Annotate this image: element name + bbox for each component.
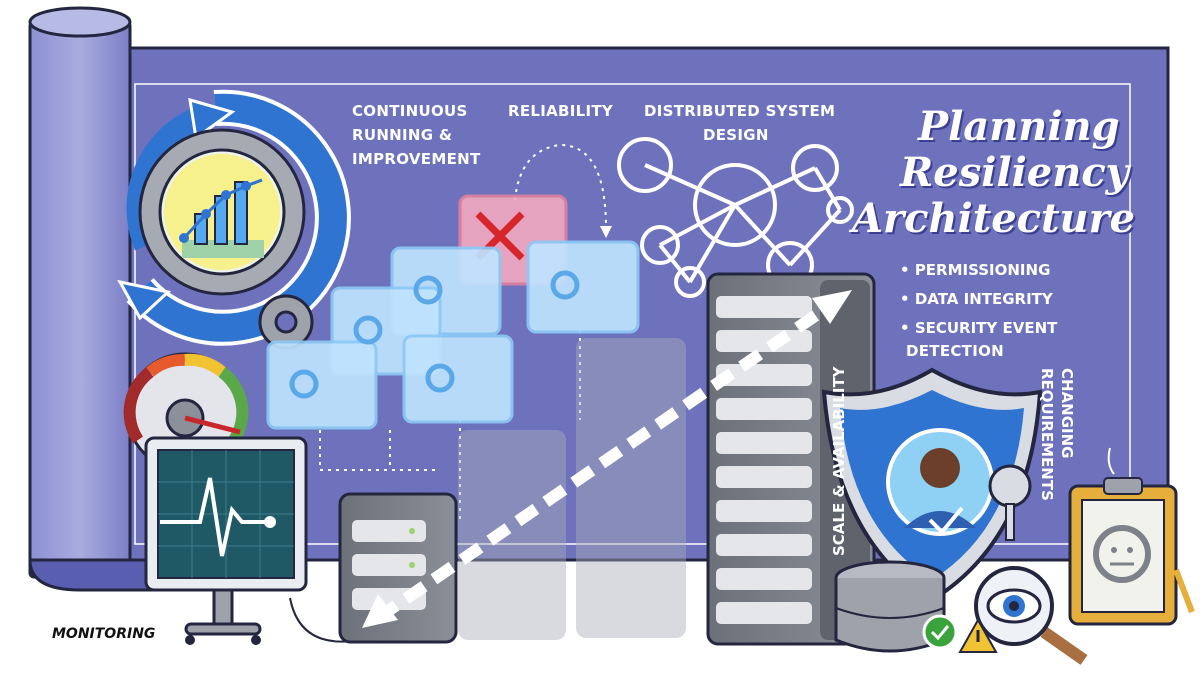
label-scale-availability: SCALE & AVAILABILITY	[830, 366, 848, 556]
security-shield-icon	[821, 367, 1043, 603]
bullet-item-continued: DETECTION	[906, 342, 1005, 360]
app-window-icons	[266, 240, 640, 430]
title-line-1: Planning	[918, 103, 1120, 150]
magnifier-eye-icon	[974, 566, 1088, 665]
label-distributed-line-1: DISTRIBUTED SYSTEM	[644, 102, 836, 120]
dotted-arrow-head	[600, 226, 612, 238]
bullet-item: PERMISSIONING	[900, 258, 1057, 282]
scale-arrow-icon	[362, 290, 852, 628]
changing-arrow-icon	[1107, 447, 1115, 475]
label-monitoring: MONITORING	[52, 626, 156, 642]
label-reliability: RELIABILITY	[508, 102, 614, 120]
label-continuous-line-2: RUNNING &	[352, 126, 453, 144]
database-icon	[834, 560, 946, 653]
title-line-2: Resiliency	[900, 149, 1129, 196]
check-badge-icon	[922, 614, 958, 650]
label-changing-line-2: REQUIREMENTS	[1038, 368, 1056, 501]
monitoring-display-icon	[144, 436, 361, 645]
bullet-list: PERMISSIONING DATA INTEGRITY SECURITY EV…	[900, 258, 1058, 345]
distributed-network-icon	[617, 137, 854, 298]
bullet-item: SECURITY EVENT	[900, 316, 1058, 340]
label-continuous-line-3: IMPROVEMENT	[352, 150, 481, 168]
clipboard-icon	[1068, 477, 1195, 626]
dotted-connectors	[319, 143, 607, 520]
title-line-3: Architecture	[852, 195, 1136, 242]
label-changing-line-1: CHANGING	[1058, 368, 1076, 459]
warning-icon	[958, 617, 998, 653]
label-distributed-line-2: DESIGN	[703, 126, 769, 144]
continuous-improvement-gear-icon	[117, 89, 351, 350]
label-continuous-line-1: CONTINUOUS	[352, 102, 468, 120]
bullet-item: DATA INTEGRITY	[900, 287, 1057, 311]
